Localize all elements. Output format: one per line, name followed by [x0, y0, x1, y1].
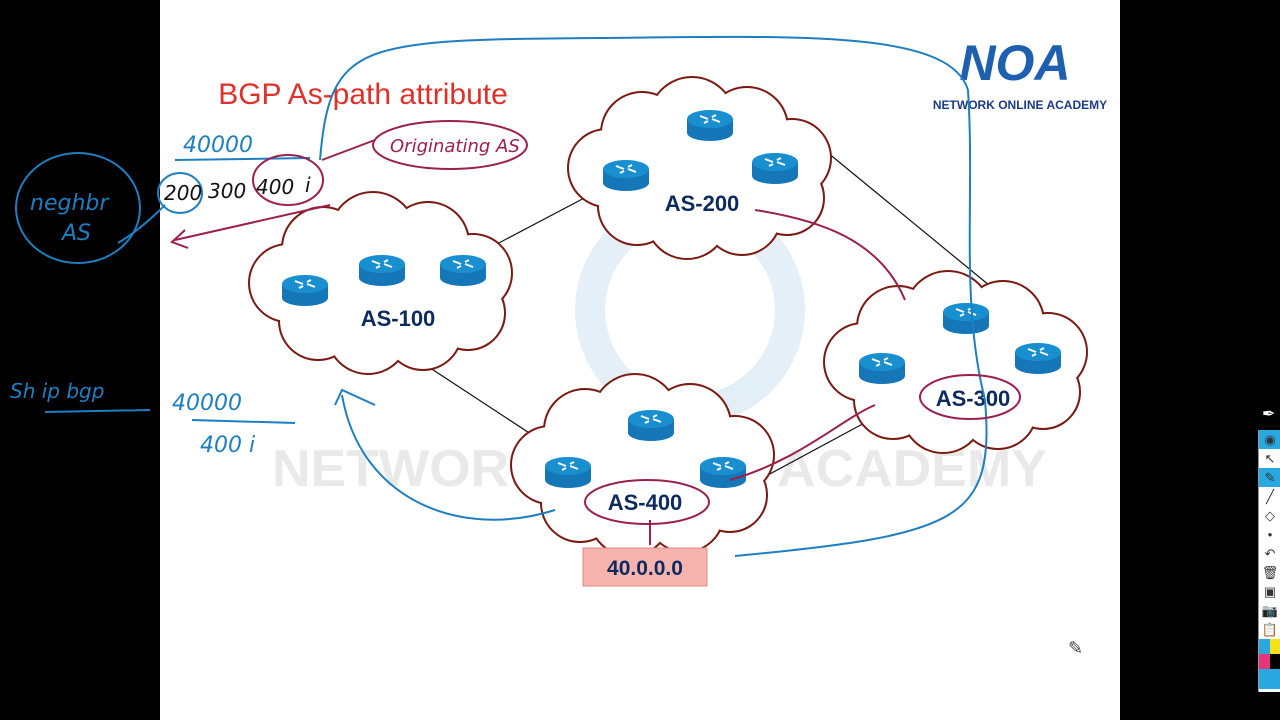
eye-icon[interactable]: ◉ — [1259, 430, 1280, 449]
as-path-origin-i: i — [305, 173, 311, 197]
update-path-stroke — [319, 35, 988, 557]
as-label: AS-400 — [608, 490, 683, 515]
color-magenta[interactable] — [1259, 654, 1270, 669]
as-label: AS-300 — [936, 386, 1011, 411]
as-cloud-as-400: AS-400 — [510, 373, 775, 557]
link-as100-as400 — [417, 359, 541, 441]
slide-icon[interactable]: ▣ — [1263, 583, 1277, 599]
dot-icon[interactable]: • — [1267, 527, 1273, 542]
logo: NOA NETWORK ONLINE ACADEMY — [933, 35, 1107, 112]
cloud-fill — [943, 312, 1053, 422]
router-icon — [687, 110, 733, 141]
curved-arrow-stroke — [334, 388, 556, 521]
annotation-toolbar: ◉ ↖ ✎ ╱ ◇ • ↶ 🗑 ▣ 📷 📋 — [1258, 430, 1280, 692]
slide-title: BGP As-path attribute — [218, 78, 508, 111]
current-color[interactable] — [1259, 669, 1280, 689]
as-path-400: 400 — [256, 175, 294, 199]
as-cloud-as-100: AS-100 — [248, 191, 513, 375]
link-as200-as300 — [821, 147, 996, 291]
prefix-bottom-text: 40000 — [172, 391, 242, 416]
cloud-fill — [863, 312, 973, 422]
router-icon — [943, 303, 989, 334]
as-path-200: 200 — [164, 181, 202, 205]
originating-circle — [372, 120, 528, 170]
cloud-fill — [687, 118, 797, 228]
as-cloud-as-200: AS-200 — [567, 76, 832, 260]
blue-ink-annotations — [15, 35, 988, 557]
router-icon — [628, 410, 674, 441]
logo-letters: NOA — [959, 35, 1070, 91]
router-icon — [700, 457, 746, 488]
prefix-label: 40.0.0.0 — [607, 557, 683, 580]
network-links — [417, 147, 996, 491]
command-text: Sh ip bgp — [10, 379, 104, 403]
line-icon[interactable]: ╱ — [1266, 488, 1274, 504]
link-as100-as200 — [494, 194, 591, 246]
router-icon — [752, 153, 798, 184]
router-icon — [1015, 343, 1061, 374]
as-label: AS-200 — [665, 191, 740, 216]
originating-as-text: Originating AS — [390, 136, 520, 157]
router-icon — [282, 275, 328, 306]
router-icon — [603, 160, 649, 191]
as300-circle — [919, 374, 1021, 420]
highlighter-cursor-icon: ✎ — [1068, 638, 1083, 658]
color-black[interactable] — [1270, 654, 1280, 669]
trash-icon[interactable]: 🗑 — [1261, 564, 1279, 580]
path-bottom-text: 400 i — [200, 433, 255, 458]
router-icon — [545, 457, 591, 488]
as400-circle — [584, 479, 710, 525]
logo-tagline: NETWORK ONLINE ACADEMY — [933, 98, 1107, 112]
eraser-icon[interactable]: ◇ — [1265, 507, 1275, 523]
cloud-fill — [630, 415, 740, 525]
cloud-fill — [550, 415, 660, 525]
camera-icon[interactable]: 📷 — [1261, 602, 1279, 618]
router-icon — [359, 255, 405, 286]
neighbor-as-text: AS — [60, 221, 91, 246]
pen-tool-icon[interactable]: ✒ — [1262, 406, 1276, 423]
color-blue[interactable] — [1259, 639, 1270, 654]
router-icon — [859, 353, 905, 384]
as200-circle — [157, 172, 203, 214]
neighbor-text: neghbr — [30, 191, 110, 216]
color-yellow[interactable] — [1270, 639, 1280, 654]
neighbor-arrow — [117, 204, 166, 244]
as-label: AS-100 — [361, 306, 436, 331]
cursor-icon[interactable]: ↖ — [1264, 450, 1276, 466]
prefix-box: 40.0.0.0 — [582, 547, 708, 587]
cloud-fill — [607, 118, 717, 228]
undo-icon[interactable]: ↶ — [1264, 545, 1276, 561]
as-path-300: 300 — [208, 179, 246, 203]
maroon-ink-annotations — [170, 120, 1021, 545]
clipboard-icon[interactable]: 📋 — [1261, 621, 1279, 637]
origin-as-circle — [252, 154, 324, 206]
router-icon — [440, 255, 486, 286]
highlighter-icon[interactable]: ✎ — [1259, 468, 1280, 487]
prefix-top-text: 40000 — [183, 133, 253, 158]
as-cloud-as-300: AS-300 — [823, 270, 1088, 454]
neighbor-circle — [15, 152, 141, 264]
color-palette[interactable] — [1259, 639, 1280, 669]
